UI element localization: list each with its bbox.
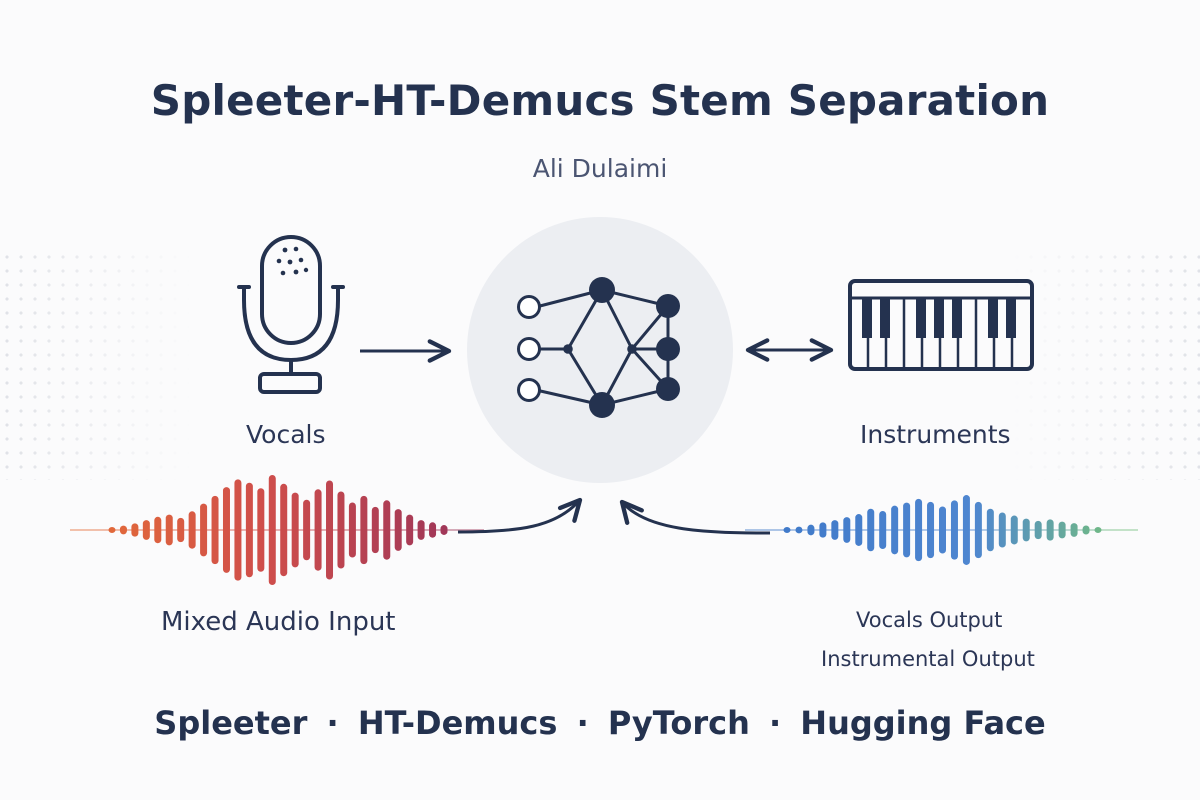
input-wave-bar xyxy=(314,489,322,571)
instrumental-output-label: Instrumental Output xyxy=(821,647,1035,671)
input-wave-bar xyxy=(177,517,185,543)
mixed-audio-input-label: Mixed Audio Input xyxy=(161,607,396,637)
output-wave-bar xyxy=(903,502,911,558)
output-wave-bar xyxy=(1058,521,1066,539)
output-wave-bar xyxy=(1070,523,1078,537)
tech-stack: Spleeter · HT-Demucs · PyTorch · Hugging… xyxy=(0,704,1200,742)
input-wave-bar xyxy=(383,500,391,560)
input-wave-bar xyxy=(440,525,448,535)
input-to-model-curve xyxy=(457,497,583,534)
tech-separator: · xyxy=(326,704,339,742)
input-wave-bar xyxy=(211,495,219,565)
input-wave-bar xyxy=(326,480,334,580)
input-wave-bar xyxy=(394,509,402,551)
input-wave-bar xyxy=(234,479,242,581)
output-wave-bar xyxy=(1010,515,1018,545)
output-wave-bar xyxy=(891,505,899,555)
output-wave-bar xyxy=(950,500,958,560)
input-wave-bar xyxy=(280,483,288,577)
output-wave-bar xyxy=(939,506,946,554)
output-wave-bar xyxy=(1094,526,1102,534)
input-wave-bar xyxy=(188,511,196,549)
dot-pattern-right xyxy=(1010,250,1200,480)
page-title: Spleeter-HT-Demucs Stem Separation xyxy=(150,76,1050,125)
output-wave-bar xyxy=(879,511,887,549)
author-name: Ali Dulaimi xyxy=(532,154,668,183)
input-wave-bar xyxy=(119,525,127,535)
output-wave-bar xyxy=(998,512,1006,548)
output-wave-bar xyxy=(1082,525,1090,535)
input-wave-bar xyxy=(222,487,230,573)
input-wave-bar xyxy=(245,482,253,578)
input-wave-bar xyxy=(337,491,345,569)
tech-spleeter: Spleeter xyxy=(154,704,308,742)
input-wave-bar xyxy=(142,520,150,540)
tech-ht-demucs: HT-Demucs xyxy=(357,704,558,742)
output-wave-bar xyxy=(807,524,815,536)
piano-keyboard-icon xyxy=(848,279,1034,371)
instruments-label: Instruments xyxy=(860,420,1011,449)
output-wave-bar xyxy=(795,526,803,534)
microphone-icon xyxy=(237,235,345,394)
vocals-label: Vocals xyxy=(246,420,326,449)
input-wave-bar xyxy=(371,506,379,554)
input-wave-bar xyxy=(131,523,139,537)
output-wave-bar xyxy=(783,527,791,533)
input-wave-bar xyxy=(429,522,437,538)
input-wave-bar xyxy=(360,495,368,565)
output-wave-bar xyxy=(962,495,970,565)
output-wave-bar xyxy=(819,522,827,538)
output-wave-bar xyxy=(915,498,923,562)
input-wave-bar xyxy=(154,516,162,544)
input-wave-bar xyxy=(268,475,276,585)
output-wave-bar xyxy=(974,501,982,559)
output-wave-bar xyxy=(867,508,875,552)
input-wave-bar xyxy=(165,514,173,546)
tech-hugging-face: Hugging Face xyxy=(800,704,1046,742)
input-wave-bar xyxy=(303,499,311,561)
input-wave-bar xyxy=(406,514,414,546)
tech-separator: · xyxy=(769,704,782,742)
dot-pattern-left xyxy=(0,250,190,480)
neural-network-icon xyxy=(467,217,733,483)
output-wave-bar xyxy=(1046,519,1054,541)
output-wave-bar xyxy=(843,517,851,543)
input-wave-bar xyxy=(348,502,356,558)
output-wave-bar xyxy=(855,514,863,546)
input-wave-bar xyxy=(417,520,425,540)
output-wave-bar xyxy=(831,520,839,540)
mixed-audio-waveform xyxy=(70,475,484,585)
input-wave-bar xyxy=(291,492,299,568)
input-wave-bar xyxy=(108,527,116,533)
input-wave-bar xyxy=(200,503,208,557)
output-audio-waveform xyxy=(745,495,1138,565)
output-wave-bar xyxy=(1022,518,1030,542)
vocals-output-label: Vocals Output xyxy=(856,608,1003,632)
output-wave-bar xyxy=(986,508,994,552)
model-to-output-curve xyxy=(619,499,771,535)
output-wave-bar xyxy=(927,501,935,559)
tech-pytorch: PyTorch xyxy=(607,704,750,742)
tech-separator: · xyxy=(576,704,589,742)
input-wave-bar xyxy=(257,488,265,572)
output-wave-bar xyxy=(1034,520,1042,540)
